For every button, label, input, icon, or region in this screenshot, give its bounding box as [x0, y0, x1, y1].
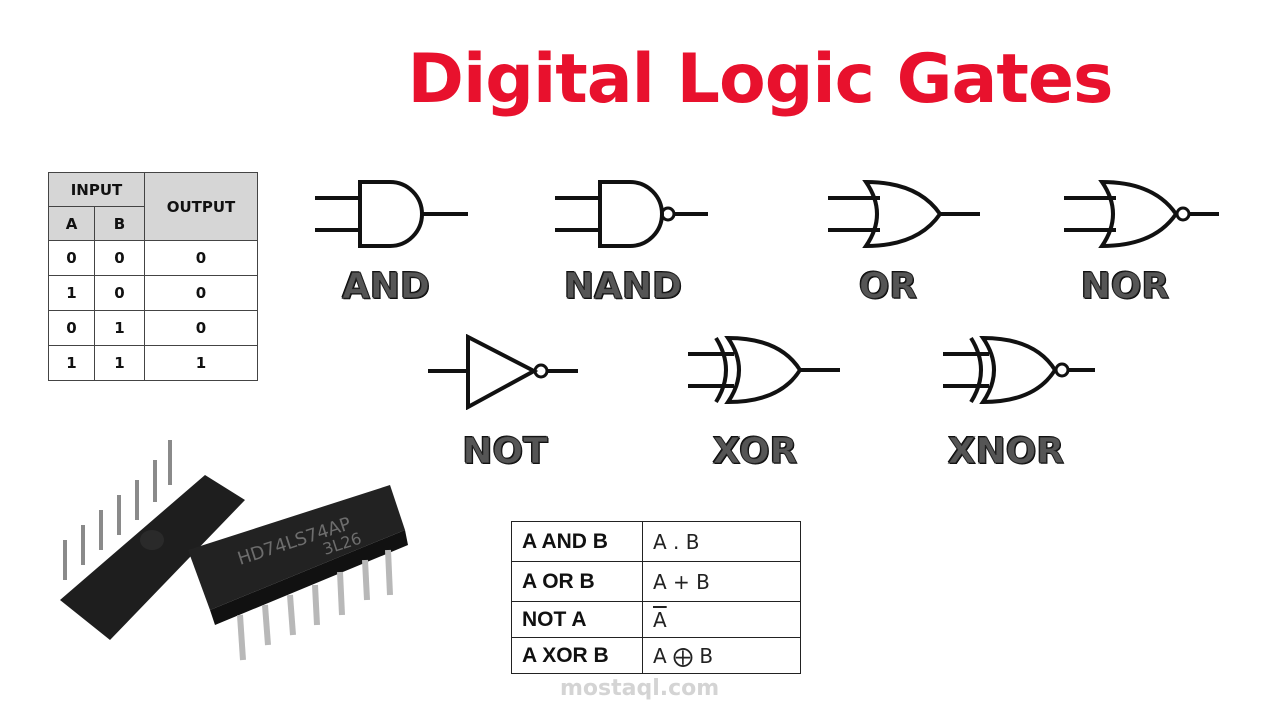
expr-name: A XOR B	[511, 637, 643, 674]
page-title: Digital Logic Gates	[407, 40, 1114, 119]
cell: 0	[48, 310, 95, 346]
cell: 0	[94, 240, 145, 276]
ic-chips-photo: HD74LS74AP 3L26	[60, 440, 408, 661]
and-label: AND	[342, 266, 431, 308]
xor-gate-symbol	[688, 336, 840, 405]
cell: 1	[48, 345, 95, 381]
expr-value: A + B	[642, 561, 801, 602]
expr-value: A ⨁ B	[642, 637, 801, 674]
expr-value: A	[653, 607, 667, 632]
nor-label: NOR	[1080, 266, 1170, 308]
expr-name: NOT A	[511, 601, 643, 638]
and-gate-symbol	[315, 180, 468, 248]
expr-value: A . B	[642, 521, 801, 562]
col-b: B	[94, 206, 145, 241]
not-label: NOT	[462, 431, 548, 473]
cell: 0	[144, 310, 258, 346]
cell: 1	[94, 310, 145, 346]
input-header: INPUT	[48, 172, 145, 207]
xnor-label: XNOR	[947, 431, 1065, 473]
col-a: A	[48, 206, 95, 241]
expr-name: A AND B	[511, 521, 643, 562]
cell: 0	[94, 275, 145, 311]
cell: 0	[48, 240, 95, 276]
xnor-gate-symbol	[943, 336, 1095, 405]
table-row: NOT A A	[511, 601, 801, 638]
chip-front: HD74LS74AP 3L26	[188, 485, 408, 661]
cell: 0	[144, 240, 258, 276]
watermark: mostaql.com	[560, 676, 720, 701]
or-gate-symbol	[828, 180, 980, 249]
cell: 0	[144, 275, 258, 311]
cell: 1	[144, 345, 258, 381]
nor-gate-symbol	[1064, 180, 1219, 249]
output-header: OUTPUT	[144, 172, 258, 241]
cell: 1	[94, 345, 145, 381]
nand-label: NAND	[563, 266, 682, 308]
or-label: OR	[858, 266, 918, 308]
nand-gate-symbol	[555, 180, 708, 248]
cell: 1	[48, 275, 95, 311]
xor-label: XOR	[712, 431, 798, 473]
expr-name: A OR B	[511, 561, 643, 602]
not-gate-symbol	[428, 334, 578, 410]
chip-back	[60, 440, 245, 640]
